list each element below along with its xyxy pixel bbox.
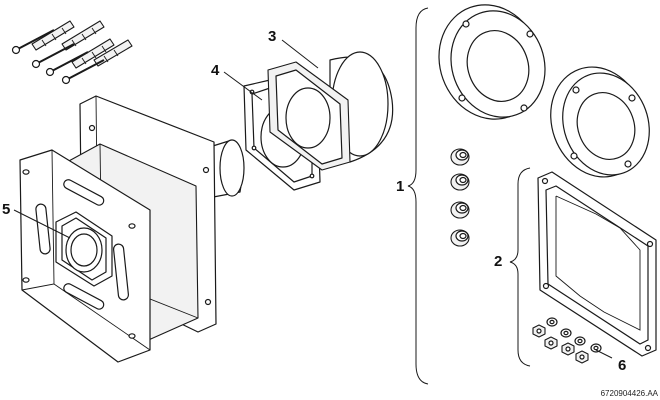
screw-2 xyxy=(31,43,75,69)
leader-line-6 xyxy=(595,349,613,359)
nut-2 xyxy=(544,336,558,350)
callout-2: 2 xyxy=(494,253,502,270)
grommet-3 xyxy=(450,201,470,219)
screw-4 xyxy=(61,59,105,85)
flanged-pipe-sleeve xyxy=(267,51,394,171)
nut-4 xyxy=(575,350,589,364)
mounting-studs xyxy=(22,169,136,339)
leader-line-3 xyxy=(281,39,319,69)
leader-line-5 xyxy=(13,209,71,239)
washer-2 xyxy=(560,328,572,338)
bracket-group-1 xyxy=(407,7,429,385)
flange-ring-1 xyxy=(438,4,546,120)
wall-plug-3 xyxy=(71,38,115,69)
wall-plug-1 xyxy=(31,20,75,51)
callout-6: 6 xyxy=(618,357,626,374)
wall-terminal-assembly xyxy=(19,95,245,363)
grommet-4 xyxy=(450,229,470,247)
flange-ring-2 xyxy=(550,66,650,178)
rectangular-gasket-plate xyxy=(537,171,657,357)
screw-1 xyxy=(11,29,55,55)
screw-3 xyxy=(45,51,89,77)
washer-4 xyxy=(590,343,602,353)
nuts-and-washers xyxy=(532,317,602,364)
grommets xyxy=(450,148,470,247)
washer-3 xyxy=(574,336,586,346)
leader-line-4 xyxy=(223,71,263,101)
washer-1 xyxy=(546,317,558,327)
grommet-2 xyxy=(450,173,470,191)
grommet-1 xyxy=(450,148,470,166)
nut-3 xyxy=(561,342,575,356)
callout-3: 3 xyxy=(268,28,276,45)
callout-4: 4 xyxy=(211,62,220,79)
front-gasket xyxy=(55,211,113,287)
callout-1: 1 xyxy=(396,178,404,195)
callout-5: 5 xyxy=(2,201,10,218)
reference-code: 6720904426.AA xyxy=(601,389,659,398)
screws-and-wall-plugs xyxy=(11,20,133,85)
nut-1 xyxy=(532,324,546,338)
bracket-group-2 xyxy=(509,167,531,367)
